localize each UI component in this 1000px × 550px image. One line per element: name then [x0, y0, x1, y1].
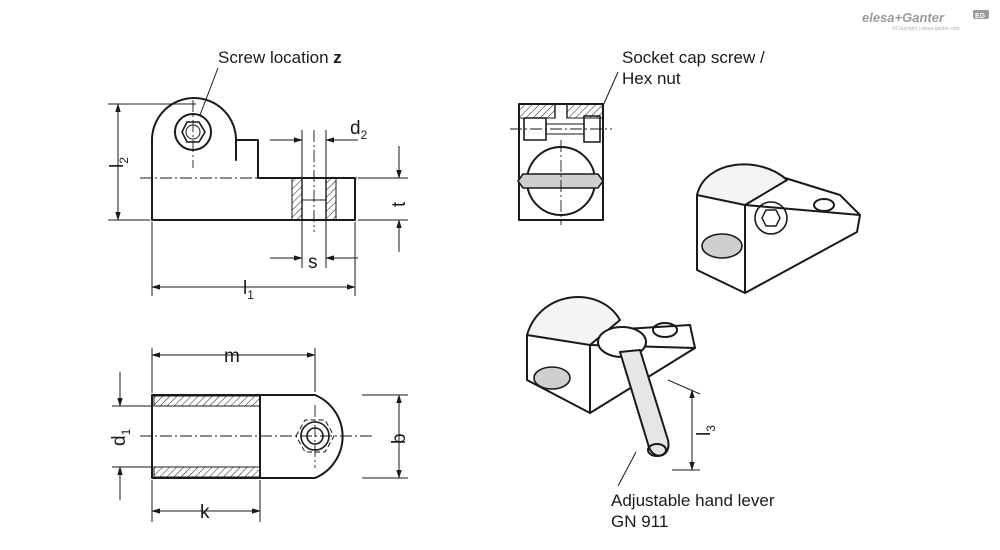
brand-badge [973, 10, 989, 19]
dim-l3: l3 [667, 379, 718, 471]
svg-text:l3: l3 [694, 425, 718, 436]
socket-cap-callout: Socket cap screw / Hex nut [601, 48, 765, 109]
socket-cap-label-line1: Socket cap screw / [622, 48, 765, 67]
dim-k: k [151, 480, 261, 523]
isometric-lever-view [526, 296, 696, 414]
dim-s-label: s [308, 252, 318, 273]
dim-l1-sub: 1 [247, 288, 254, 302]
dim-l2: l2 [107, 103, 196, 221]
front-view [140, 97, 370, 232]
dim-d2-label: d [350, 118, 361, 139]
svg-text:l2: l2 [107, 157, 131, 168]
screw-location-z: z [333, 48, 342, 67]
dim-m: m [151, 346, 316, 393]
top-view [140, 394, 372, 479]
dim-m-label: m [224, 346, 240, 367]
hand-lever-icon [597, 326, 670, 457]
dim-b-label: b [389, 433, 410, 444]
svg-text:Screw location z: Screw location z [218, 48, 342, 67]
dim-l2-sub: 2 [117, 157, 131, 164]
hex-screw-icon [754, 201, 788, 235]
svg-text:l1: l1 [243, 278, 254, 302]
dim-d1-label: d [109, 435, 130, 446]
hex-nut-icon [295, 419, 335, 453]
dim-t-label: t [389, 201, 410, 207]
dim-l3-sub: 3 [704, 425, 718, 432]
svg-text:d2: d2 [350, 118, 368, 142]
hand-lever-label-line2: GN 911 [611, 512, 668, 531]
screw-location-label: Screw location [218, 48, 333, 67]
dim-l1: l1 [151, 222, 356, 302]
isometric-clamp-view [696, 163, 861, 294]
brand-logo-text: elesa+Ganter [862, 10, 945, 25]
hand-lever-callout: Adjustable hand lever GN 911 [611, 451, 775, 531]
dim-k-label: k [200, 502, 210, 523]
dim-d1-sub: 1 [119, 428, 133, 435]
dim-d2-sub: 2 [361, 128, 368, 142]
side-section-view [510, 103, 612, 225]
dim-l1-label: l [243, 278, 247, 299]
dim-d1: d1 [109, 372, 152, 500]
brand-logo: elesa+Ganter EG ©Copyright | elesa-gante… [862, 10, 989, 32]
dim-l3-label: l [694, 432, 715, 436]
socket-cap-label-line2: Hex nut [622, 69, 681, 88]
hand-lever-label-line1: Adjustable hand lever [611, 491, 775, 510]
svg-text:d1: d1 [109, 428, 133, 446]
dim-l2-label: l [107, 164, 128, 168]
dim-d2: d2 [270, 118, 368, 178]
dim-t: t [358, 146, 410, 252]
brand-badge-text: EG [975, 13, 986, 20]
screw-location-callout: Screw location z [199, 48, 342, 116]
dim-s: s [270, 220, 358, 273]
dim-b: b [362, 394, 410, 479]
copyright-text: ©Copyright | elesa-ganter.com [892, 25, 960, 32]
